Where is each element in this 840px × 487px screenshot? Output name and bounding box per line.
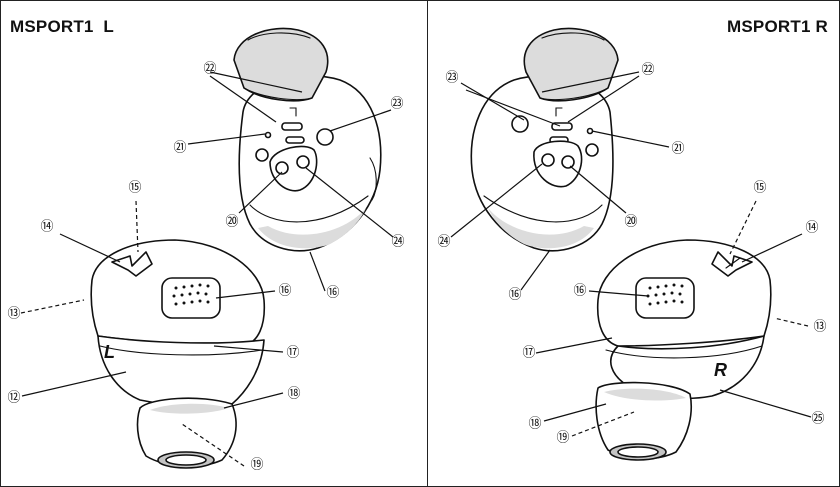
svg-text:㉕: ㉕ [811,412,824,427]
callout-21-right: ㉑ [671,142,684,157]
left-earbud-inner-view [234,28,381,250]
right-earbud-outer-view: R [596,240,771,460]
callout-24-right: ㉔ [437,235,450,250]
callout-14-left: ⑭ [40,220,53,235]
svg-text:⑯: ⑯ [278,284,291,299]
callout-24-left: ㉔ [391,235,404,250]
svg-text:㉑: ㉑ [173,141,186,156]
svg-text:⑮: ⑮ [128,181,141,196]
callout-23-left: ㉓ [390,97,403,112]
svg-text:⑭: ⑭ [40,220,53,235]
callout-22-left: ㉒ [203,62,216,77]
callout-22-right: ㉒ [641,63,654,78]
callout-21-left: ㉑ [173,141,186,156]
svg-text:⑱: ⑱ [528,417,541,432]
svg-text:⑲: ⑲ [250,458,263,473]
callout-15-left: ⑮ [128,181,141,196]
svg-text:⑰: ⑰ [522,346,535,361]
svg-text:㉒: ㉒ [203,62,216,77]
callout-12-left: ⑫ [7,391,20,406]
callout-16-right-top: ⑯ [508,288,521,303]
svg-text:㉔: ㉔ [391,235,404,250]
right-side-letter: R [714,360,727,380]
svg-text:⑬: ⑬ [7,307,20,322]
svg-text:⑯: ⑯ [326,286,339,301]
svg-text:㉑: ㉑ [671,142,684,157]
callout-18-left: ⑱ [287,387,300,402]
right-earbud-inner-view [471,28,618,250]
callout-16-left-top: ⑯ [326,286,339,301]
svg-text:㉓: ㉓ [390,97,403,112]
callout-13-left: ⑬ [7,307,20,322]
callout-14-right: ⑭ [805,221,818,236]
callout-23-right: ㉓ [445,71,458,86]
callout-17-right: ⑰ [522,346,535,361]
callout-16-left-bottom: ⑯ [278,284,291,299]
svg-text:⑫: ⑫ [7,391,20,406]
callout-17-left: ⑰ [286,346,299,361]
svg-text:⑰: ⑰ [286,346,299,361]
svg-text:㉒: ㉒ [641,63,654,78]
callout-16-right-bottom: ⑯ [573,284,586,299]
svg-text:⑬: ⑬ [813,320,826,335]
callout-15-right: ⑮ [753,181,766,196]
callout-19-left: ⑲ [250,458,263,473]
left-side-letter: L [104,342,115,362]
svg-text:㉔: ㉔ [437,235,450,250]
callout-20-right: ⑳ [624,215,637,230]
svg-text:⑳: ⑳ [225,215,238,230]
svg-text:⑱: ⑱ [287,387,300,402]
callout-20-left: ⑳ [225,215,238,230]
svg-text:⑯: ⑯ [508,288,521,303]
svg-text:⑯: ⑯ [573,284,586,299]
callout-25-right: ㉕ [811,412,824,427]
callout-19-right: ⑲ [556,431,569,446]
svg-text:㉓: ㉓ [445,71,458,86]
svg-text:⑮: ⑮ [753,181,766,196]
svg-text:⑲: ⑲ [556,431,569,446]
callout-18-right: ⑱ [528,417,541,432]
left-earbud-outer-view: L [91,240,264,468]
svg-text:⑳: ⑳ [624,215,637,230]
svg-text:⑭: ⑭ [805,221,818,236]
callout-13-right: ⑬ [813,320,826,335]
